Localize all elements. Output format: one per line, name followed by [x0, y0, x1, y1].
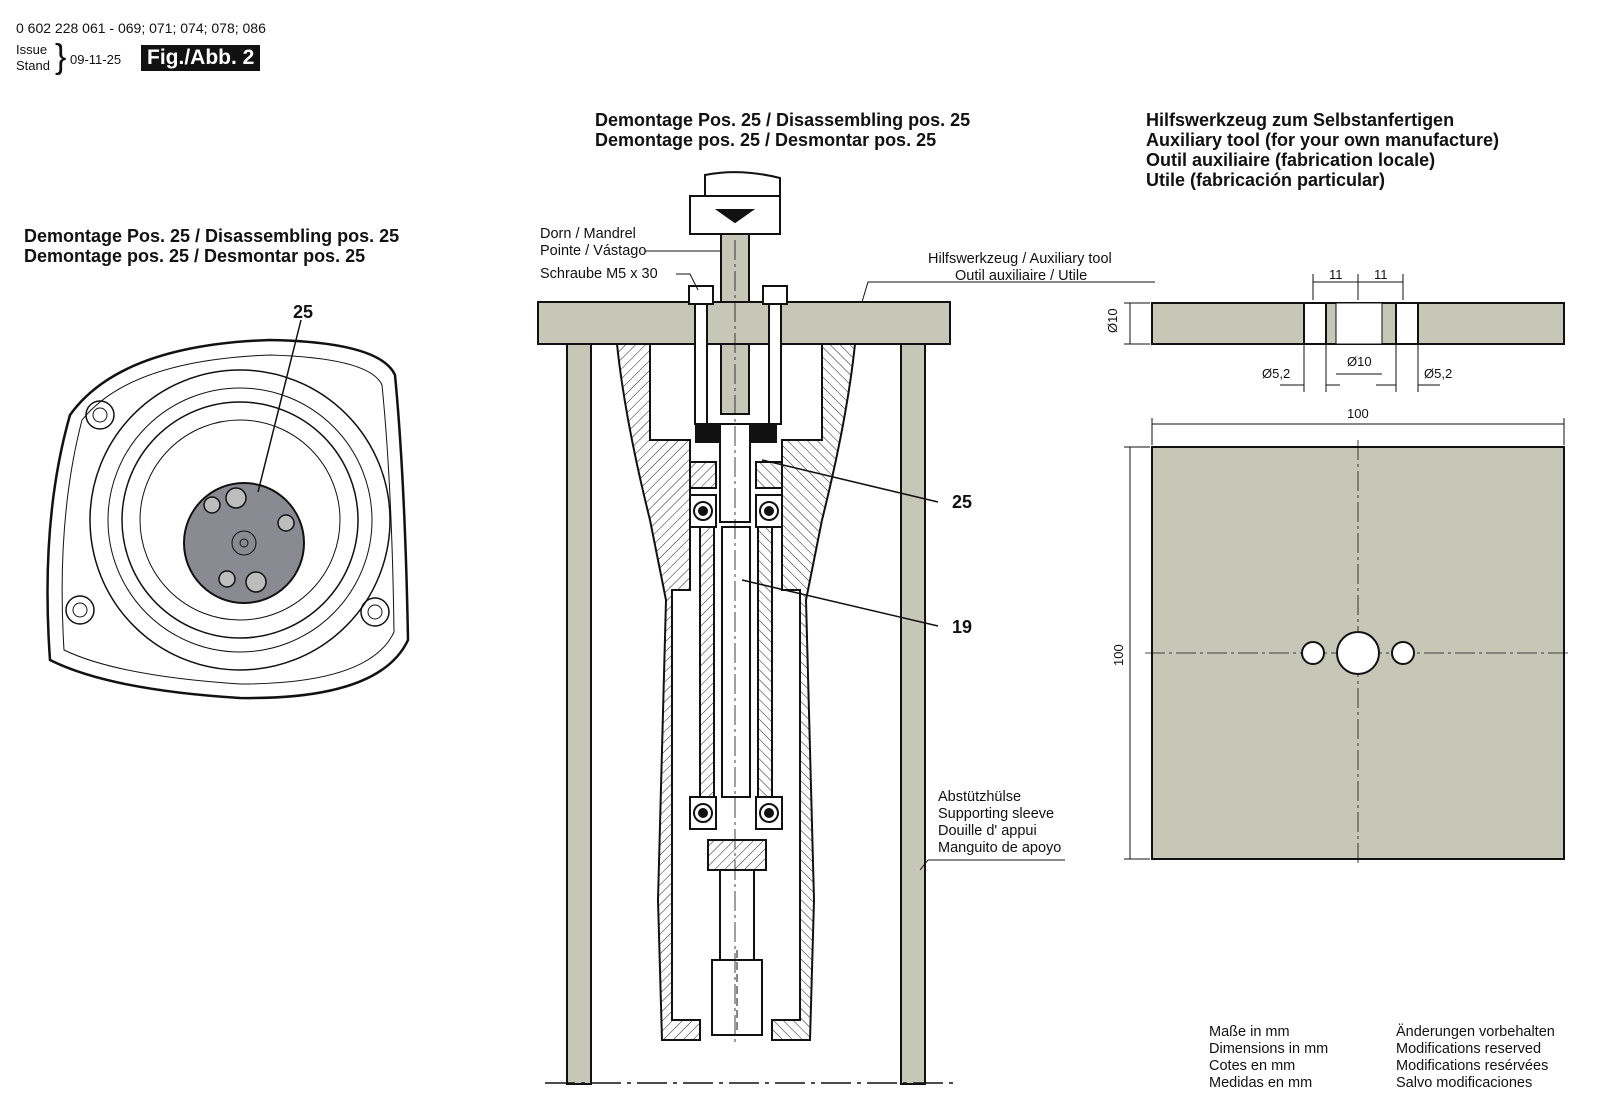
left-title-line1: Demontage Pos. 25 / Disassembling pos. 2…: [24, 226, 400, 246]
left-title-line2: Demontage pos. 25 / Desmontar pos. 25: [24, 246, 366, 266]
aux-tool-label-line1: Hilfswerkzeug / Auxiliary tool: [928, 251, 1112, 267]
right-title-line1: Hilfswerkzeug zum Selbstanfertigen: [1146, 110, 1455, 130]
right-title-line4: Utile (fabricación particular): [1146, 170, 1386, 190]
figure-label: Fig./Abb. 2: [141, 45, 261, 71]
dim-thickness: Ø10: [1105, 308, 1120, 333]
center-title-line2: Demontage pos. 25 / Desmontar pos. 25: [595, 130, 937, 150]
aux-tool-drawings: [1124, 274, 1571, 866]
part-numbers: 0 602 228 061 - 069; 071; 074; 078; 086: [16, 20, 266, 36]
dim-11-right: 11: [1374, 267, 1388, 282]
mandrel-label-line2: Pointe / Vástago: [540, 243, 647, 259]
mods-note-line1: Änderungen vorbehalten: [1396, 1024, 1555, 1040]
flange-top-view: [46, 319, 410, 700]
mods-note-line4: Salvo modificaciones: [1396, 1075, 1533, 1091]
dim-hole-right: Ø5,2: [1424, 366, 1453, 381]
aux-tool-label-line2: Outil auxiliaire / Utile: [955, 268, 1088, 284]
sleeve-label-line2: Supporting sleeve: [938, 806, 1055, 822]
mods-note-line2: Modifications reserved: [1396, 1041, 1542, 1057]
center-callout-25: 25: [952, 492, 973, 512]
dims-note-line1: Maße in mm: [1209, 1024, 1290, 1040]
dim-11-left: 11: [1329, 267, 1343, 282]
sleeve-label-line3: Douille d' appui: [938, 823, 1037, 839]
sleeve-label-line4: Manguito de apoyo: [938, 840, 1062, 856]
mandrel-label-line1: Dorn / Mandrel: [540, 226, 636, 242]
press-setup-section: [537, 171, 1155, 1085]
dim-hole-center: Ø10: [1347, 354, 1372, 369]
sleeve-label-line1: Abstützhülse: [938, 789, 1022, 805]
dims-note-line2: Dimensions in mm: [1209, 1041, 1329, 1057]
screw-label: Schraube M5 x 30: [540, 266, 658, 282]
issue-label: Issue: [16, 42, 48, 57]
center-callout-19: 19: [952, 617, 973, 637]
right-title-line2: Auxiliary tool (for your own manufacture…: [1146, 130, 1500, 150]
left-callout-25: 25: [293, 302, 314, 322]
dim-hole-left: Ø5,2: [1262, 366, 1291, 381]
dims-note-line3: Cotes en mm: [1209, 1058, 1296, 1074]
issue-date: 09-11-25: [70, 52, 122, 67]
dim-height: 100: [1111, 644, 1126, 666]
stand-label: Stand: [16, 58, 50, 73]
center-title-line1: Demontage Pos. 25 / Disassembling pos. 2…: [595, 110, 971, 130]
brace-symbol: }: [55, 38, 67, 76]
dims-note-line4: Medidas en mm: [1209, 1075, 1313, 1091]
right-title-line3: Outil auxiliaire (fabrication locale): [1146, 150, 1436, 170]
dim-width: 100: [1347, 406, 1369, 421]
mods-note-line3: Modifications resérvées: [1396, 1058, 1549, 1074]
